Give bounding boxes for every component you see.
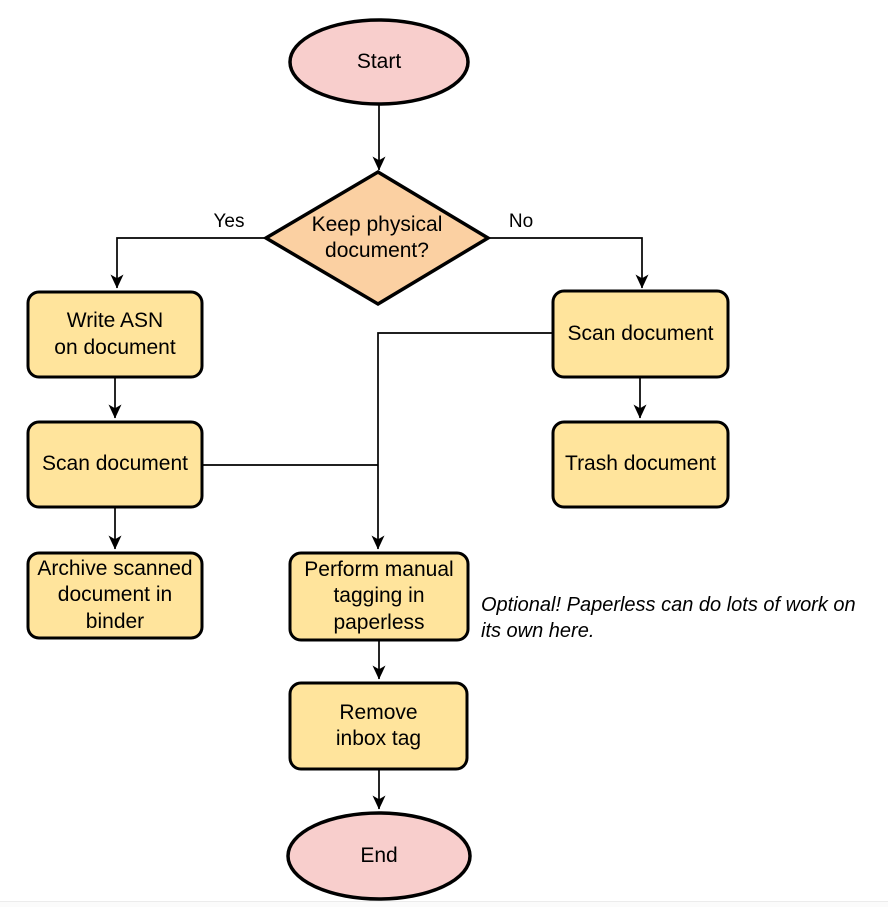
decision-diamond-shape (262, 169, 492, 307)
archive-rect-shape (26, 551, 204, 640)
edge-decision-scan-right (488, 237, 649, 289)
write-asn-rect-shape (26, 290, 204, 379)
optional-note-text: Optional! Paperless can do lots of work … (481, 594, 856, 642)
scan-left-rect-shape (26, 420, 204, 509)
trash-rect-shape (551, 420, 730, 509)
scan-right-rect-shape (551, 289, 730, 379)
page-bottom-divider (0, 901, 888, 902)
start-ellipse-shape (288, 18, 470, 106)
edge-decision-write-asn (110, 237, 266, 289)
tagging-rect-shape (288, 551, 470, 642)
edge-scan-right-tagging (371, 332, 553, 550)
end-ellipse-shape (286, 811, 472, 901)
page-bottom-strip (0, 902, 888, 907)
remove-inbox-rect-shape (288, 681, 469, 771)
